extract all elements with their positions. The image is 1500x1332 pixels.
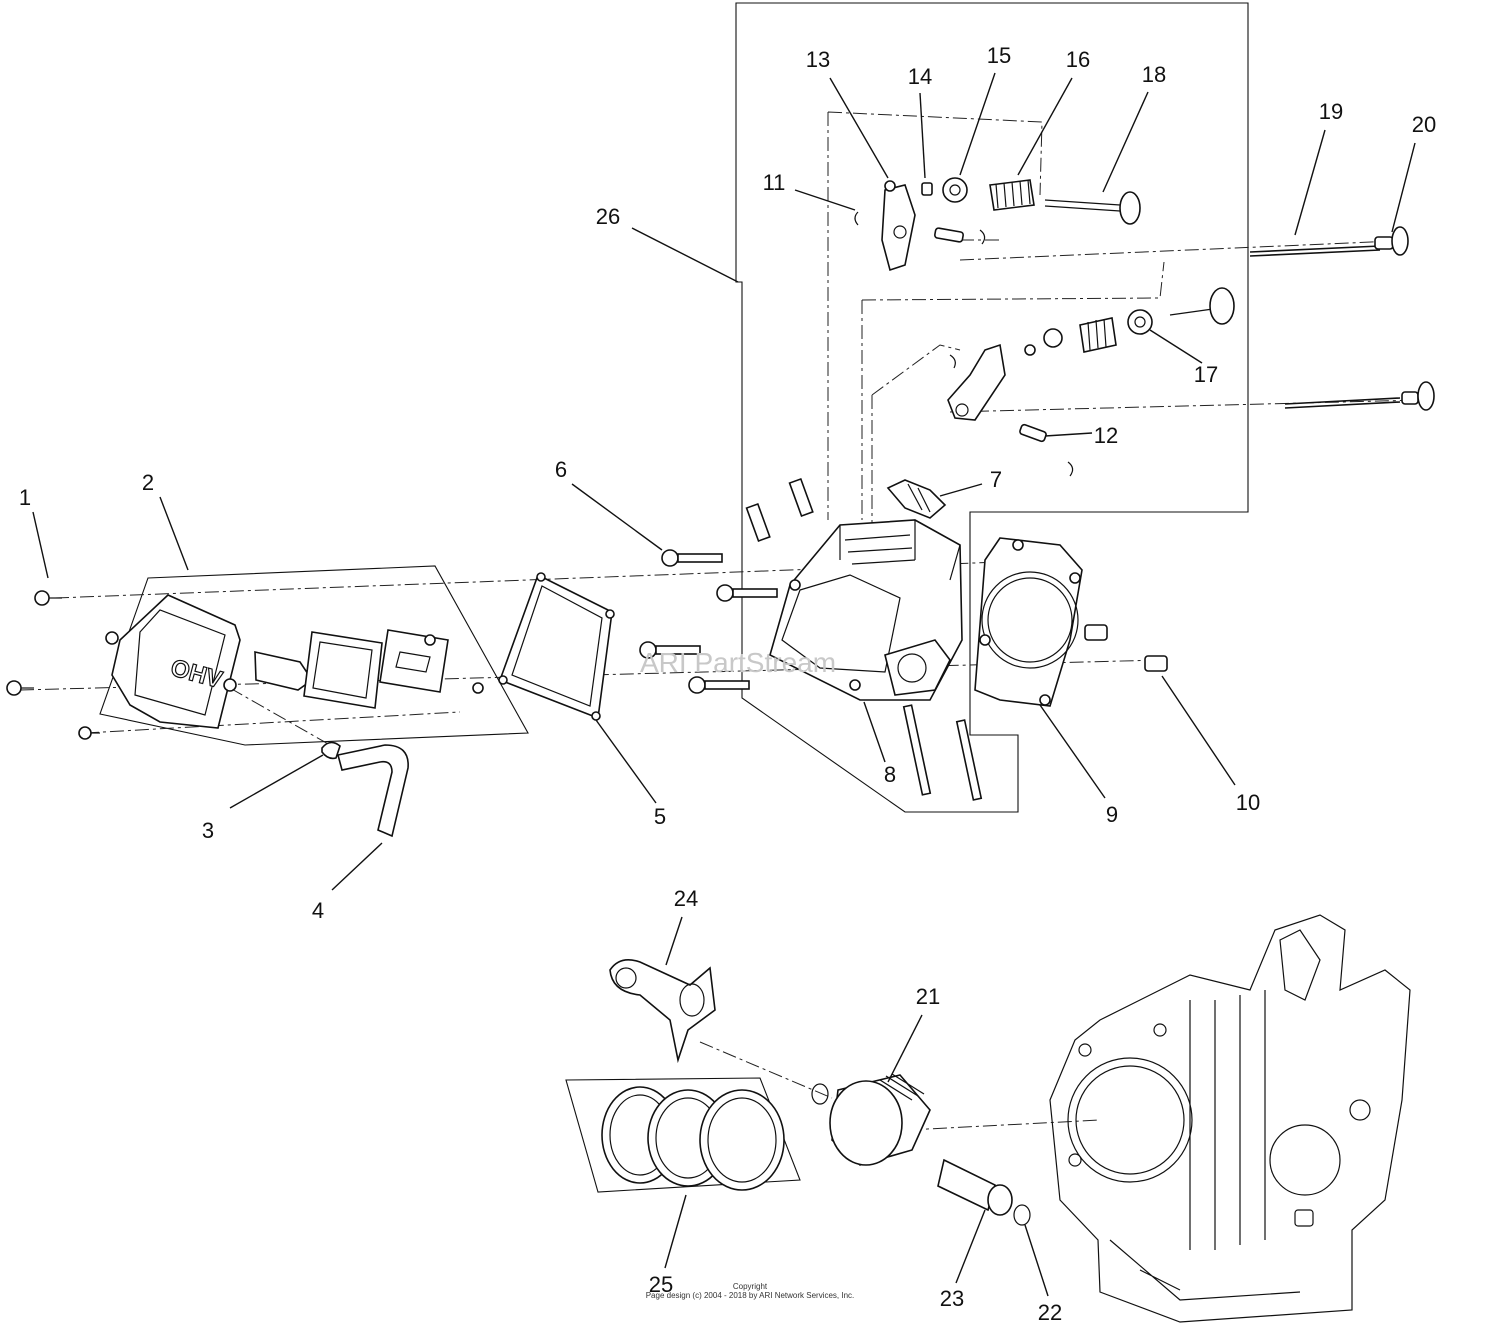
callout-2: 2 [142, 470, 154, 495]
head-bolt-icon [639, 549, 778, 694]
rocker-pivot-lower-icon [949, 354, 1074, 477]
callout-labels: 1 2 3 4 5 6 7 8 9 10 11 12 13 14 15 16 1… [19, 43, 1436, 1325]
callout-7: 7 [990, 467, 1002, 492]
callout-10: 10 [1236, 790, 1260, 815]
callout-4: 4 [312, 898, 324, 923]
dowel-pin-icon [1084, 624, 1168, 672]
piston-icon [829, 1073, 931, 1166]
valve-cover-icon: OHV [111, 594, 484, 729]
callout-1: 1 [19, 485, 31, 510]
callout-20: 20 [1412, 112, 1436, 137]
callout-16: 16 [1066, 47, 1090, 72]
cylinder-head-icon [745, 477, 983, 801]
breather-hose-icon [337, 744, 409, 838]
rocker-arm-upper-icon [881, 180, 916, 272]
valve-icon [1044, 191, 1235, 325]
push-rod-icon [1249, 245, 1401, 409]
callout-3: 3 [202, 818, 214, 843]
watermark-text: ARI PartStream [640, 647, 836, 678]
head-gasket-icon [974, 537, 1083, 707]
copyright-line-1: Copyright [733, 1282, 768, 1291]
callout-19: 19 [1319, 99, 1343, 124]
spark-plug-icon [886, 479, 947, 519]
valve-spring-icon [989, 179, 1117, 353]
piston-rings-icon [601, 1086, 785, 1191]
copyright-line-2: Page design (c) 2004 - 2018 by ARI Netwo… [646, 1291, 855, 1300]
valve-cover-group-box [99, 565, 529, 746]
piston-pin-icon [937, 1158, 1013, 1216]
rocker-arm-lower-icon [947, 343, 1036, 421]
callout-8: 8 [884, 762, 896, 787]
leader-lines [32, 72, 1416, 1297]
connecting-rod-icon [609, 959, 716, 1064]
callout-22: 22 [1038, 1300, 1062, 1325]
callout-18: 18 [1142, 62, 1166, 87]
callout-17: 17 [1194, 362, 1218, 387]
tappet-icon [1374, 226, 1435, 411]
hose-clamp-icon [321, 741, 341, 760]
spring-retainer-icon [942, 177, 1153, 348]
callout-21: 21 [916, 984, 940, 1009]
callout-5: 5 [654, 804, 666, 829]
crankcase-icon [1049, 914, 1411, 1323]
callout-13: 13 [806, 47, 830, 72]
callout-24: 24 [674, 886, 698, 911]
pin-clip-icon [811, 1083, 1031, 1226]
cover-gasket-icon [498, 572, 615, 721]
callout-14: 14 [908, 64, 932, 89]
callout-11: 11 [763, 170, 786, 195]
rocker-subgroup-box [871, 344, 961, 530]
piston-ring-group-box [565, 1077, 801, 1193]
rocker-pivot-upper-icon [854, 211, 986, 245]
callout-9: 9 [1106, 802, 1118, 827]
callout-15: 15 [987, 43, 1011, 68]
cover-bolt-icon [6, 590, 119, 740]
callout-26: 26 [596, 204, 620, 229]
callout-6: 6 [555, 457, 567, 482]
cylinder-head-group-box [735, 2, 1249, 813]
valve-keeper-icon [921, 182, 933, 196]
valve-train-subgroup-box [827, 111, 1165, 520]
callout-25: 25 [649, 1272, 673, 1297]
callout-23: 23 [940, 1286, 964, 1311]
callout-12: 12 [1094, 423, 1118, 448]
